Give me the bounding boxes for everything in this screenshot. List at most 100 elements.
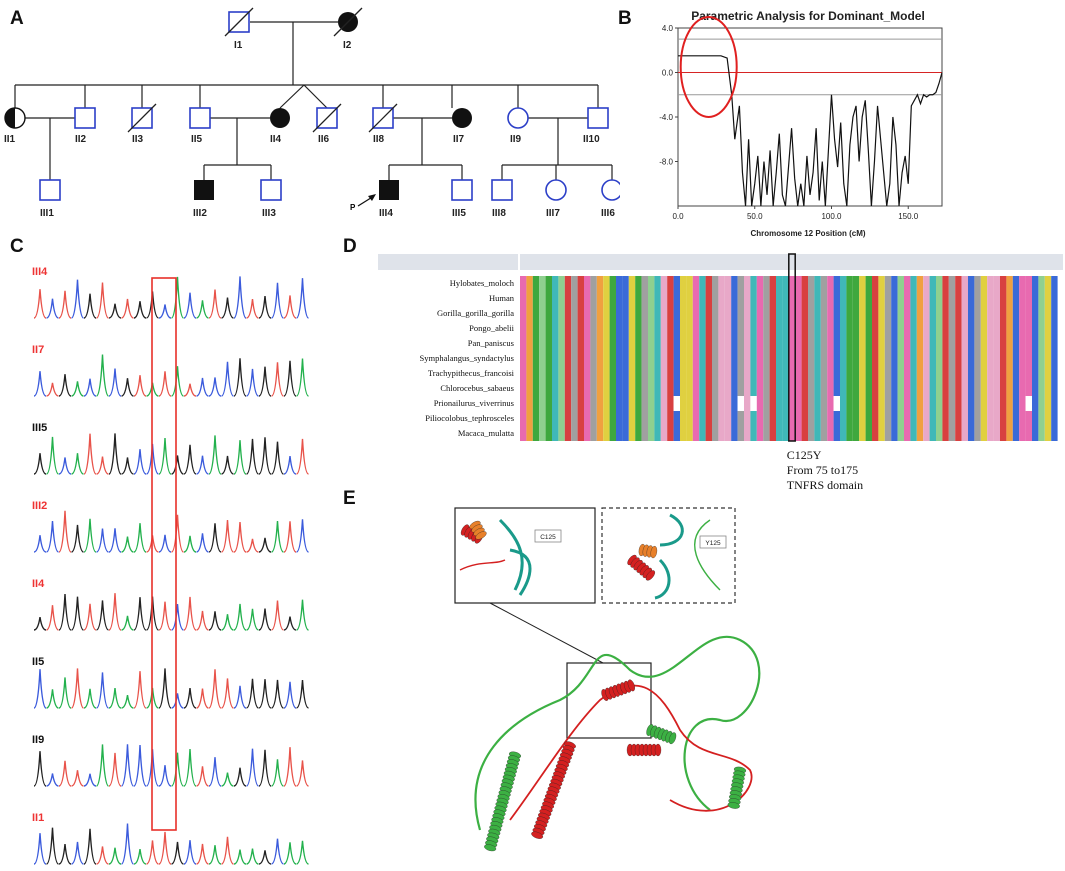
trace-peak: [108, 528, 122, 553]
alignment-cell: [782, 321, 789, 336]
trace-peak: [58, 510, 72, 553]
alignment-cell: [1025, 336, 1032, 351]
alignment-cell: [987, 291, 994, 306]
alignment-cell: [712, 276, 719, 291]
alignment-cell: [923, 351, 930, 366]
alignment-cell: [756, 366, 764, 381]
alignment-cell: [539, 351, 546, 366]
alignment-cell: [827, 411, 834, 426]
alignment-cell: [731, 426, 738, 441]
trace-peak: [96, 846, 109, 865]
structure-helix-wild: [646, 724, 677, 745]
alignment-cell: [974, 411, 981, 426]
trace-peak: [196, 300, 209, 319]
alignment-cell: [859, 366, 866, 381]
alignment-cell: [692, 291, 700, 306]
structure-helix-mutant: [531, 741, 576, 839]
species-name: Prionailurus_viverrinus: [434, 398, 514, 408]
alignment-cell: [584, 276, 591, 291]
alignment-cell: [827, 276, 834, 291]
alignment-cell: [641, 426, 648, 441]
trace-peak: [121, 378, 134, 397]
alignment-cell: [756, 426, 764, 441]
alignment-cell: [641, 381, 648, 396]
alignment-cell: [814, 351, 821, 366]
alignment-cell: [596, 321, 604, 336]
alignment-cell: [750, 381, 757, 396]
alignment-conservation-bar: [520, 254, 1063, 270]
alignment-cell: [1019, 321, 1026, 336]
alignment-cell: [859, 276, 866, 291]
alignment-cell: [840, 396, 847, 411]
alignment-cell: [609, 291, 616, 306]
alignment-cell: [590, 351, 597, 366]
alignment-cell: [1012, 381, 1020, 396]
alignment-cell: [833, 351, 840, 366]
ped-iii7-circle: [545, 179, 567, 201]
alignment-cell: [744, 426, 751, 441]
structure-helix-mutant: [626, 743, 662, 757]
trace-peak: [221, 297, 234, 319]
alignment-cell: [1044, 336, 1052, 351]
alignment-cell: [590, 276, 597, 291]
alignment-cell: [520, 291, 527, 306]
alignment-cell: [641, 411, 648, 426]
alignment-cell: [545, 411, 552, 426]
alignment-cell: [948, 426, 956, 441]
trace-peak: [33, 371, 47, 397]
alignment-cell: [833, 396, 840, 411]
alignment-cell: [910, 306, 917, 321]
alignment-cell: [769, 291, 776, 306]
alignment-cell: [648, 306, 655, 321]
alignment-cell: [609, 381, 616, 396]
alignment-cell: [577, 381, 584, 396]
alignment-cell: [1025, 351, 1032, 366]
trace-peak: [133, 375, 147, 397]
alignment-cell: [520, 336, 527, 351]
alignment-cell: [680, 291, 687, 306]
alignment-cell: [833, 426, 840, 441]
alignment-cell: [718, 321, 725, 336]
alignment-cell: [808, 291, 815, 306]
alignment-cell: [852, 426, 860, 441]
alignment-cell: [750, 426, 757, 441]
alignment-cell: [891, 381, 898, 396]
trace-peak: [83, 603, 97, 631]
alignment-cell: [545, 291, 552, 306]
trace-peak: [58, 677, 72, 709]
alignment-cell: [552, 366, 559, 381]
alignment-cell: [718, 351, 725, 366]
alignment-cell: [955, 276, 962, 291]
alignment-cell: [852, 336, 860, 351]
alignment-cell: [833, 336, 840, 351]
alignment-cell: [724, 351, 732, 366]
alignment-cell: [884, 366, 892, 381]
alignment-cell: [1019, 276, 1026, 291]
alignment-cell: [673, 336, 680, 351]
alignment-cell: [558, 366, 565, 381]
alignment-cell: [1032, 321, 1039, 336]
alignment-cell: [910, 396, 917, 411]
alignment-cell: [987, 411, 994, 426]
alignment-cell: [705, 321, 712, 336]
alignment-cell: [942, 306, 949, 321]
alignment-cell: [712, 411, 719, 426]
trace-peak: [133, 848, 147, 865]
trace-peak: [108, 433, 122, 475]
trace-peak: [233, 276, 247, 319]
trace-peak: [221, 614, 234, 631]
alignment-cell: [1012, 351, 1020, 366]
trace-peak: [58, 457, 72, 475]
alignment-cell: [622, 381, 629, 396]
species-name: Pan_paniscus: [468, 338, 514, 348]
alignment-cell: [910, 276, 917, 291]
alignment-cell: [750, 276, 757, 291]
ped-label-iii4: III4: [379, 208, 393, 219]
alignment-cell: [948, 396, 956, 411]
ped-label-ii1: II1: [4, 134, 16, 145]
alignment-cell: [891, 411, 898, 426]
alignment-cell: [936, 306, 943, 321]
ped-label-i1: I1: [234, 40, 243, 51]
alignment-cell: [782, 381, 789, 396]
alignment-cell: [558, 306, 565, 321]
